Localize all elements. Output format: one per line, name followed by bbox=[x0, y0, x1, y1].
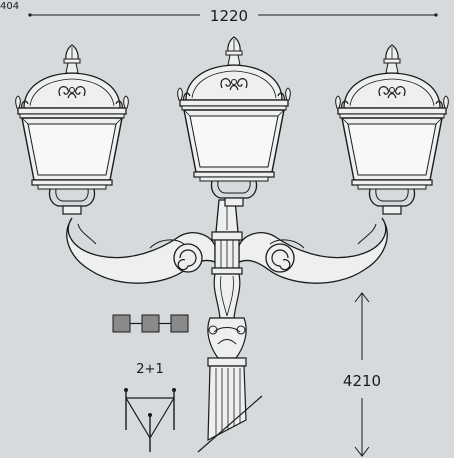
down-arrow-icon bbox=[354, 446, 370, 457]
width-dimension-label: 1220 bbox=[210, 7, 248, 25]
height-dimension-label: 4210 bbox=[343, 372, 381, 390]
central-column bbox=[197, 199, 263, 453]
center-lantern bbox=[176, 36, 292, 207]
lantern-module-icon bbox=[112, 314, 189, 333]
right-lantern bbox=[334, 44, 450, 215]
arrangement-label: 2+1 bbox=[136, 362, 163, 377]
width-dimension-line bbox=[28, 13, 438, 17]
left-lantern bbox=[14, 44, 130, 215]
tripod-base-icon bbox=[124, 388, 176, 452]
up-arrow-icon bbox=[354, 292, 370, 303]
code-label: 404 bbox=[0, 1, 19, 12]
side-arms bbox=[66, 217, 388, 284]
